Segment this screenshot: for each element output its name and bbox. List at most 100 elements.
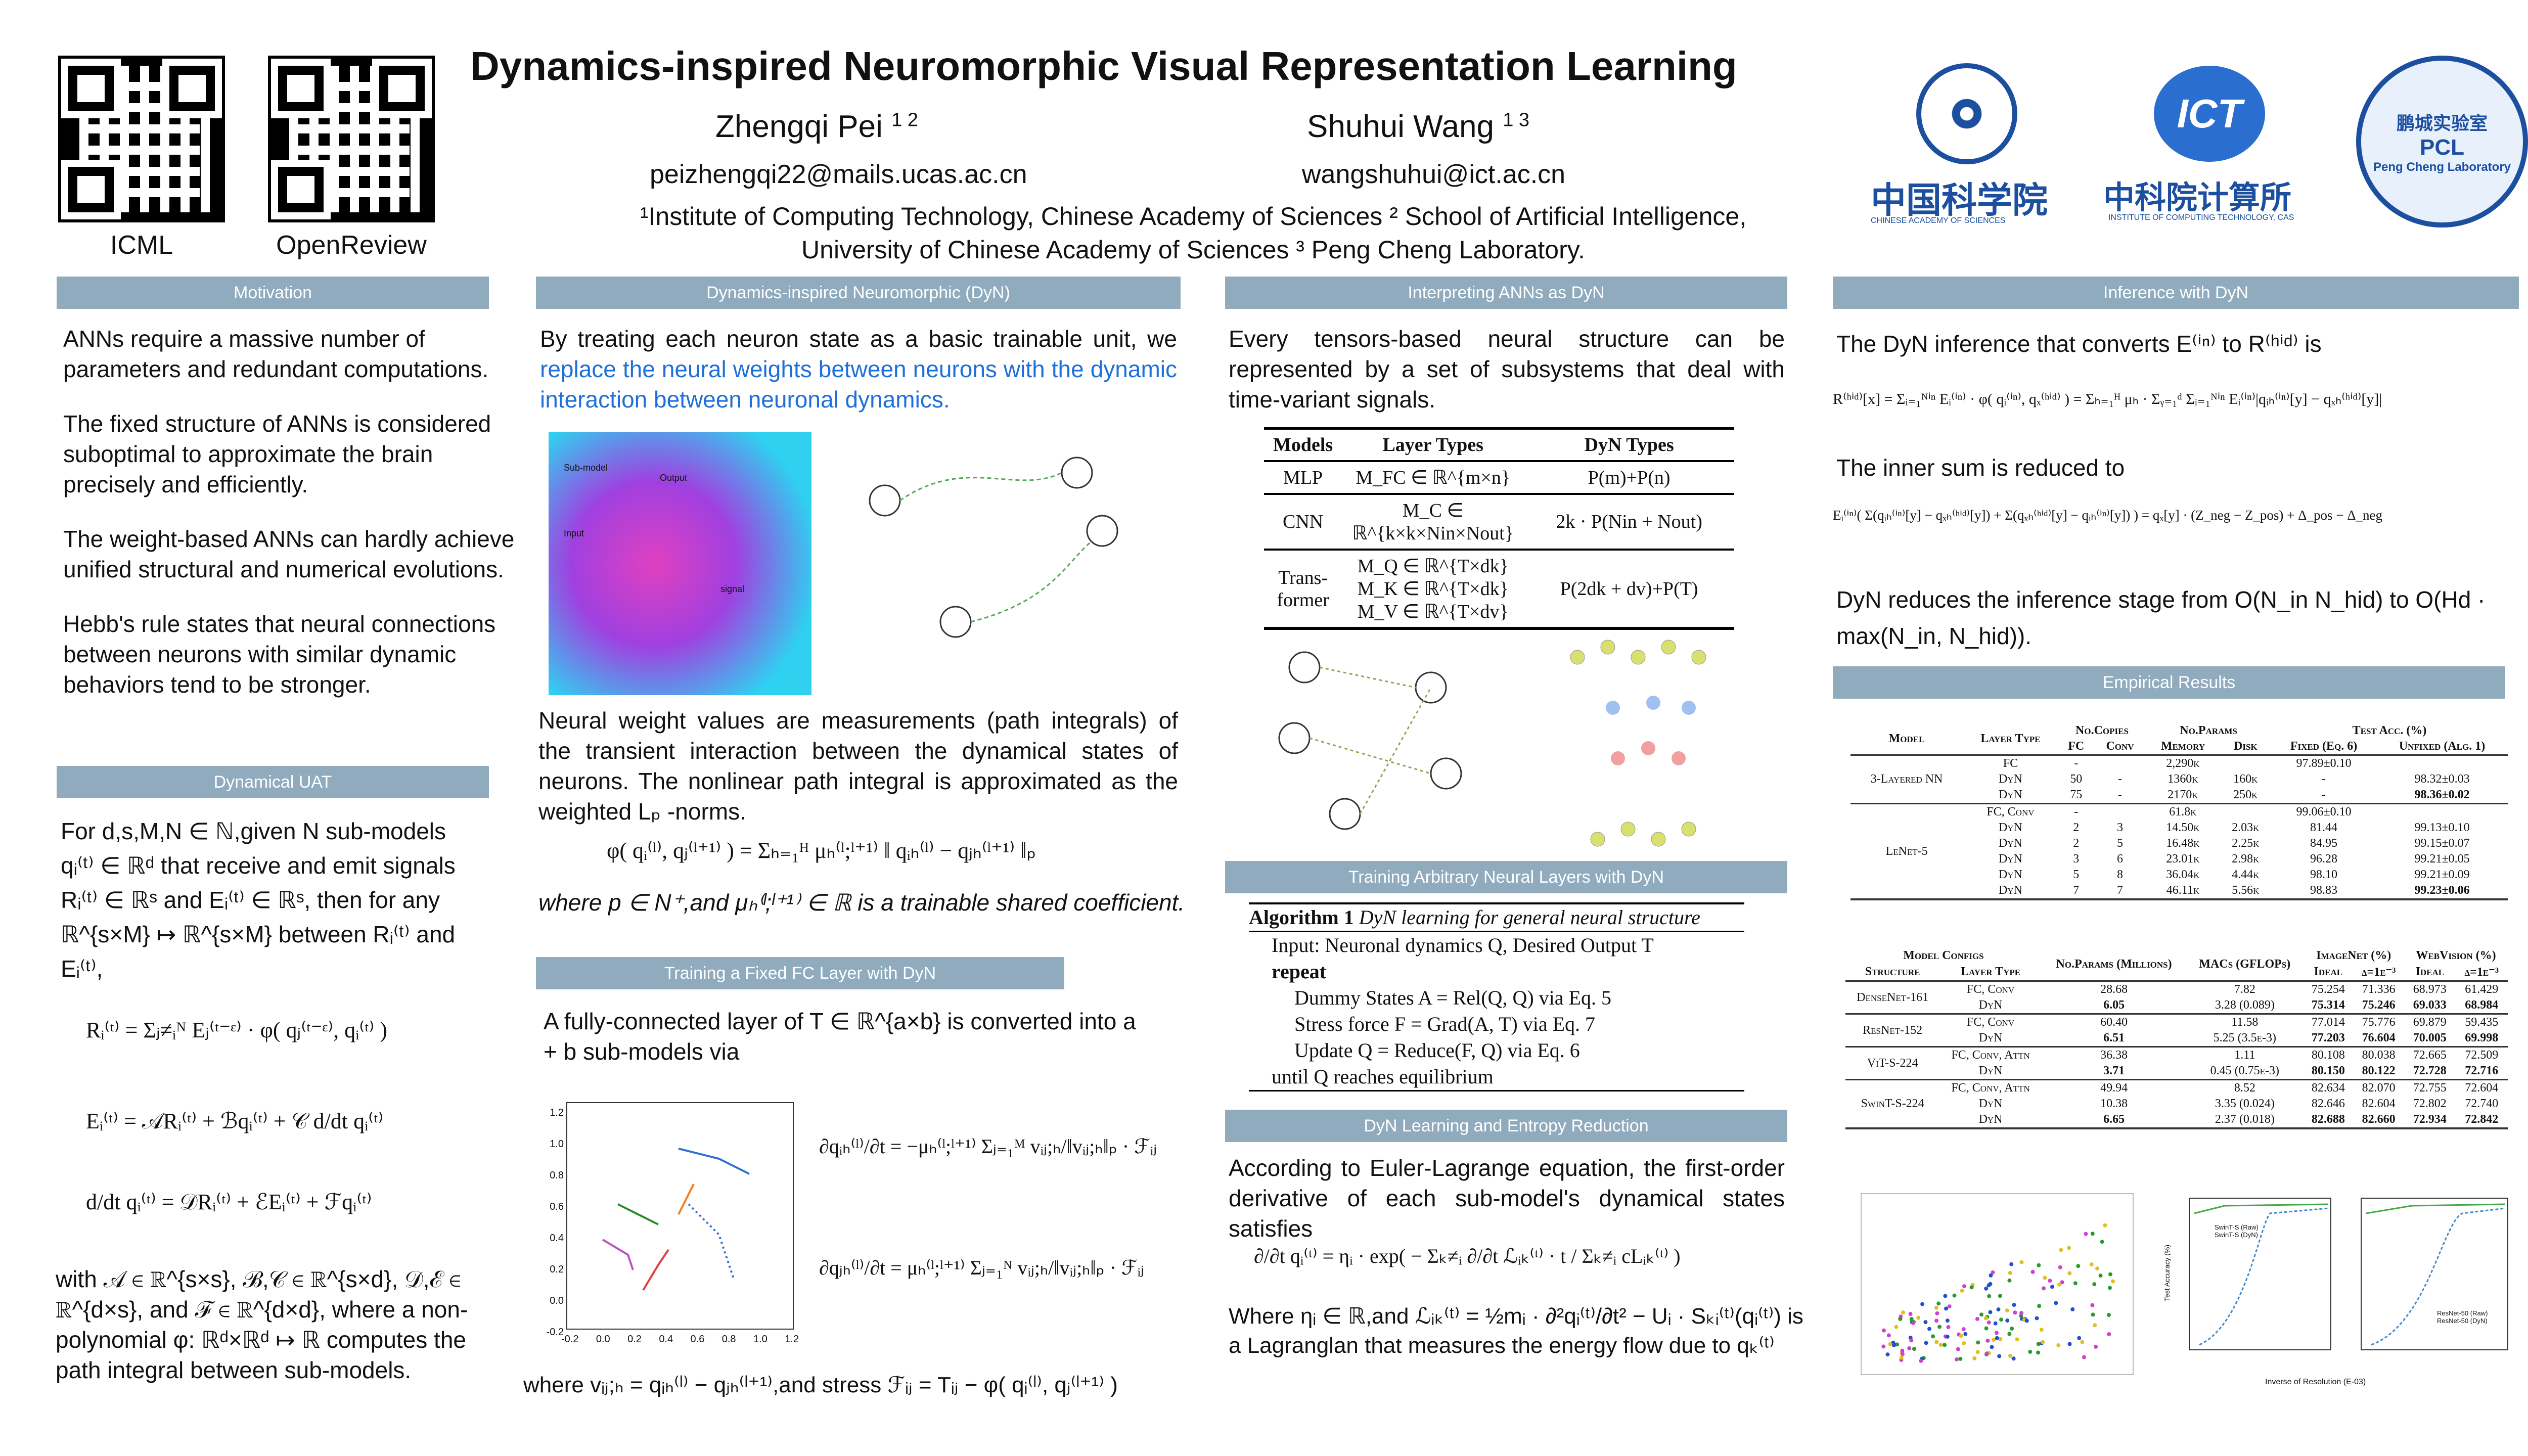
- model-cell: DenseNet-161: [1845, 980, 1940, 1014]
- uat-eq-2: Eᵢ⁽ᵗ⁾ = 𝒜Rᵢ⁽ᵗ⁾ + ℬqᵢ⁽ᵗ⁾ + 𝒞 d/dt qᵢ⁽ᵗ⁾: [86, 1109, 384, 1133]
- cell: DyN: [1978, 1064, 2003, 1077]
- y-tick: 0.0: [550, 1295, 564, 1306]
- scatter-point: [1919, 1358, 1923, 1363]
- qr-code-openreview[interactable]: [268, 56, 435, 222]
- cell: 2170k: [2168, 788, 2198, 801]
- cell: 11.58: [2186, 1013, 2304, 1030]
- scatter-point: [1945, 1318, 1950, 1323]
- col-header: Model: [1888, 732, 1925, 745]
- scatter-point: [2108, 1272, 2112, 1277]
- col-header: WebVision (%): [2416, 949, 2496, 962]
- model-cell: LeNet-5: [1850, 803, 1963, 899]
- cell: 71.336: [2353, 980, 2404, 997]
- scatter-point: [1911, 1321, 1915, 1325]
- inference-outro: DyN reduces the inference stage from O(N…: [1836, 586, 2486, 649]
- x-axis-label: Inverse of Resolution (E-03): [2265, 1378, 2366, 1386]
- author-affil: 1 2: [891, 109, 918, 131]
- scatter-point: [1984, 1286, 1989, 1291]
- cell: 82.634: [2303, 1079, 2354, 1096]
- cell: 5.25 (3.5e-3): [2213, 1031, 2277, 1044]
- scatter-point: [1961, 1327, 1966, 1332]
- dyn-intro-highlight: replace the neural weights between neuro…: [540, 356, 1177, 413]
- scatter-point: [2024, 1318, 2029, 1323]
- scatter-point: [1901, 1310, 1906, 1315]
- y-axis-label: Test Accuracy (%): [2163, 1244, 2172, 1302]
- cell: 61.429: [2455, 980, 2508, 997]
- scatter-point: [1988, 1310, 1993, 1314]
- col-subheader: Fixed (Eq. 6): [2290, 740, 2358, 753]
- cell: 77.203: [2311, 1031, 2345, 1044]
- alg-line: Update Q = Reduce(F, Q) via Eq. 6: [1294, 1039, 1580, 1062]
- cell: [2094, 803, 2146, 820]
- cell: 5.56k: [2232, 884, 2260, 897]
- scatter-point: [1985, 1338, 1990, 1343]
- scatter-point: [2010, 1327, 2014, 1331]
- qr-code-icml[interactable]: [58, 56, 225, 222]
- scatter-point: [2100, 1240, 2104, 1244]
- x-tick: 0.6: [690, 1334, 705, 1345]
- scatter-point: [2008, 1353, 2012, 1358]
- cell: 77.014: [2303, 1013, 2354, 1030]
- scatter-point: [2041, 1340, 2045, 1344]
- cell: 72.509: [2455, 1046, 2508, 1063]
- cell: [2220, 754, 2272, 771]
- motivation-point: Hebb's rule states that neural connectio…: [63, 611, 496, 698]
- scatter-point: [2082, 1355, 2087, 1359]
- neuron-interaction-diagram: [869, 457, 1118, 638]
- scatter-point: [1900, 1348, 1905, 1353]
- cell: DyN: [1998, 852, 2022, 866]
- cell: FC, Conv: [1963, 803, 2058, 820]
- cell: -: [2118, 772, 2122, 786]
- col-header: No.Params: [2180, 724, 2237, 737]
- scatter-point: [2054, 1301, 2058, 1305]
- cell: M_Q ∈ ℝ^{T×dk} M_K ∈ ℝ^{T×dk} M_V ∈ ℝ^{T…: [1342, 549, 1524, 628]
- scatter-point: [2067, 1246, 2071, 1250]
- col-header: Layer Types: [1342, 428, 1524, 462]
- scatter-point: [2019, 1260, 2024, 1264]
- cell: M_C ∈ ℝ^{k×k×Nin×Nout}: [1342, 493, 1524, 550]
- ict-logo-text: 中科院计算所: [2103, 179, 2292, 216]
- scatter-point: [1962, 1341, 1966, 1346]
- scatter-point: [1934, 1305, 1939, 1310]
- cell: 2: [2073, 821, 2080, 834]
- scatter-point: [1931, 1334, 1935, 1339]
- cell: 80.122: [2362, 1064, 2396, 1077]
- scatter-point: [1954, 1357, 1959, 1361]
- scatter-point: [2039, 1328, 2044, 1332]
- cell: 97.89±0.10: [2271, 754, 2377, 771]
- alg-title: Algorithm 1: [1249, 906, 1354, 929]
- scatter-point: [1962, 1284, 1967, 1289]
- scatter-point: [1990, 1345, 1994, 1349]
- entropy-intro: According to Euler-Lagrange equation, th…: [1229, 1155, 1785, 1242]
- scatter-point: [1945, 1334, 1950, 1339]
- ann-to-dyn-diagram: [1278, 640, 1706, 847]
- col-subheader: Memory: [2160, 740, 2205, 753]
- scatter-point: [1952, 1293, 1957, 1298]
- section-entropy-header: DyN Learning and Entropy Reduction: [1225, 1110, 1787, 1142]
- scatter-point: [2030, 1269, 2035, 1274]
- x-tick: -0.2: [561, 1334, 579, 1345]
- fc-eq-2: ∂qⱼₕ⁽ˡ⁾/∂t = μₕ⁽ˡ;ˡ⁺¹⁾ Σⱼ₌₁ᴺ vᵢⱼ;ₕ/‖vᵢⱼ;…: [819, 1256, 1145, 1279]
- y-tick: 1.2: [550, 1107, 564, 1118]
- cell: 72.934: [2413, 1113, 2447, 1126]
- cell: DyN: [1978, 1113, 2003, 1126]
- cell: 3.71: [2103, 1064, 2125, 1077]
- cell: DyN: [1998, 868, 2022, 881]
- scatter-point: [1888, 1342, 1892, 1346]
- section-empirical-header: Empirical Results: [1833, 666, 2505, 699]
- cell: [2376, 803, 2508, 820]
- col-subheader: Disk: [2234, 740, 2258, 753]
- alg-caption: DyN learning for general neural structur…: [1359, 906, 1700, 929]
- swint-resolution-plot: SwinT-S (Raw)SwinT-S (DyN) Test Accuracy…: [2163, 1193, 2336, 1375]
- scatter-point: [1937, 1325, 1942, 1329]
- x-tick: 0.4: [659, 1334, 673, 1345]
- scatter-point: [1989, 1273, 1993, 1278]
- scatter-point: [1963, 1332, 1968, 1336]
- cell: -: [2058, 754, 2094, 771]
- scatter-point: [1881, 1328, 1886, 1333]
- scatter-point: [1899, 1355, 1904, 1360]
